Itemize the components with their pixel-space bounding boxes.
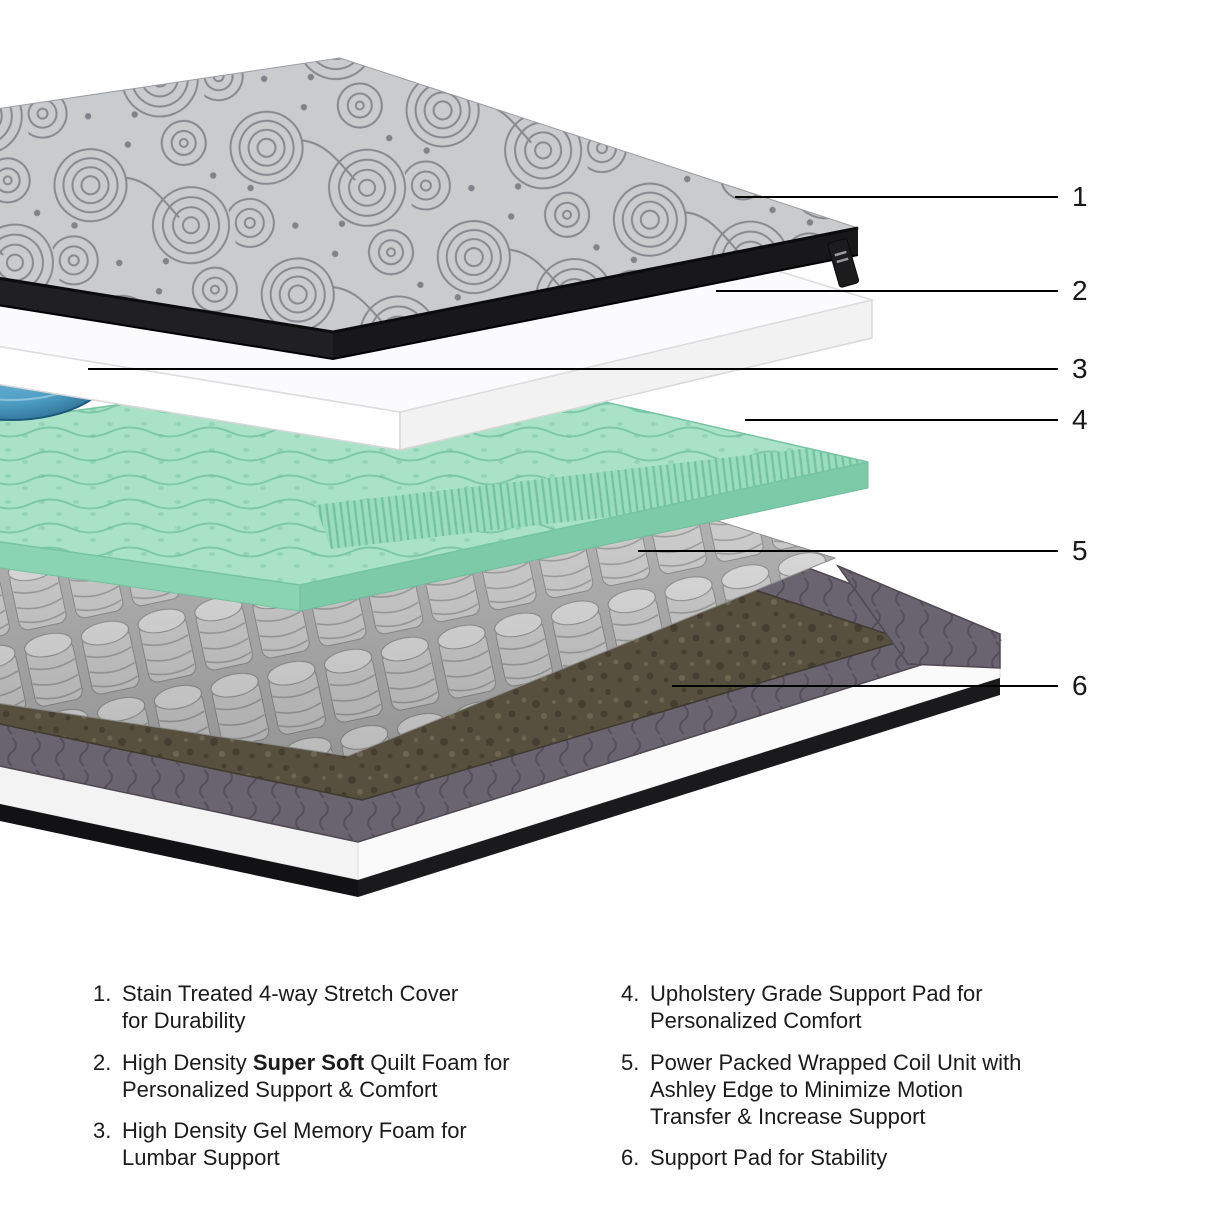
legend-text-1: Stain Treated 4-way Stretch Cover for Du… xyxy=(122,981,459,1034)
legend-text-2-bold: Super Soft xyxy=(252,1049,365,1075)
callout-lines xyxy=(88,196,1058,687)
callout-number-4: 4 xyxy=(1072,404,1088,435)
legend-number-2: 2. xyxy=(93,1049,112,1075)
legend-item-3: 3. High Density Gel Memory Foam for Lumb… xyxy=(93,1117,583,1172)
legend-text-6: Support Pad for Stability xyxy=(650,1145,888,1171)
base-black-band-right xyxy=(358,678,1000,897)
mattress-exploded-diagram: 1 2 3 4 5 6 xyxy=(0,57,1088,897)
legend-item-6: 6. Support Pad for Stability xyxy=(621,1144,1121,1171)
cover-tag xyxy=(827,238,860,288)
stretch-cover-layer xyxy=(0,57,860,361)
base-black-band-left xyxy=(0,804,358,897)
legend-column-right: 4. Upholstery Grade Support Pad for Pers… xyxy=(621,980,1121,1186)
legend-number-1: 1. xyxy=(93,981,112,1006)
legend-number-6: 6. xyxy=(621,1145,640,1171)
legend-text-5: Power Packed Wrapped Coil Unit with Ashl… xyxy=(650,1049,1022,1130)
legend-item-2: 2. High Density Super Soft Quilt Foam fo… xyxy=(93,1049,583,1104)
legend-number-4: 4. xyxy=(621,981,640,1006)
callout-number-2: 2 xyxy=(1072,275,1088,306)
callout-numbers: 1 2 3 4 5 6 xyxy=(1072,181,1088,701)
legend-number-3: 3. xyxy=(93,1118,112,1144)
legend-item-1: 1. Stain Treated 4-way Stretch Cover for… xyxy=(93,980,583,1035)
callout-number-1: 1 xyxy=(1072,181,1088,212)
base-right-wedge xyxy=(835,564,1001,669)
green-lumbar-ridge-band xyxy=(315,442,868,549)
legend: 1. Stain Treated 4-way Stretch Cover for… xyxy=(0,980,1214,1180)
legend-text-2: High Density Super Soft Quilt Foam for P… xyxy=(122,1049,510,1104)
legend-text-2-prefix: High Density xyxy=(122,1049,253,1075)
legend-item-4: 4. Upholstery Grade Support Pad for Pers… xyxy=(621,980,1121,1035)
legend-text-3: High Density Gel Memory Foam for Lumbar … xyxy=(122,1118,467,1171)
legend-number-5: 5. xyxy=(621,1049,640,1075)
legend-item-5: 5. Power Packed Wrapped Coil Unit with A… xyxy=(621,1049,1121,1131)
callout-number-3: 3 xyxy=(1072,353,1088,384)
legend-column-left: 1. Stain Treated 4-way Stretch Cover for… xyxy=(93,980,583,1186)
callout-number-5: 5 xyxy=(1072,535,1088,566)
legend-text-2-suffix: Quilt Foam for Personalized Support & Co… xyxy=(122,1049,510,1102)
cover-band-right xyxy=(333,228,858,359)
cover-band-left xyxy=(0,278,333,359)
legend-text-4: Upholstery Grade Support Pad for Persona… xyxy=(650,981,983,1034)
callout-number-6: 6 xyxy=(1072,670,1088,701)
